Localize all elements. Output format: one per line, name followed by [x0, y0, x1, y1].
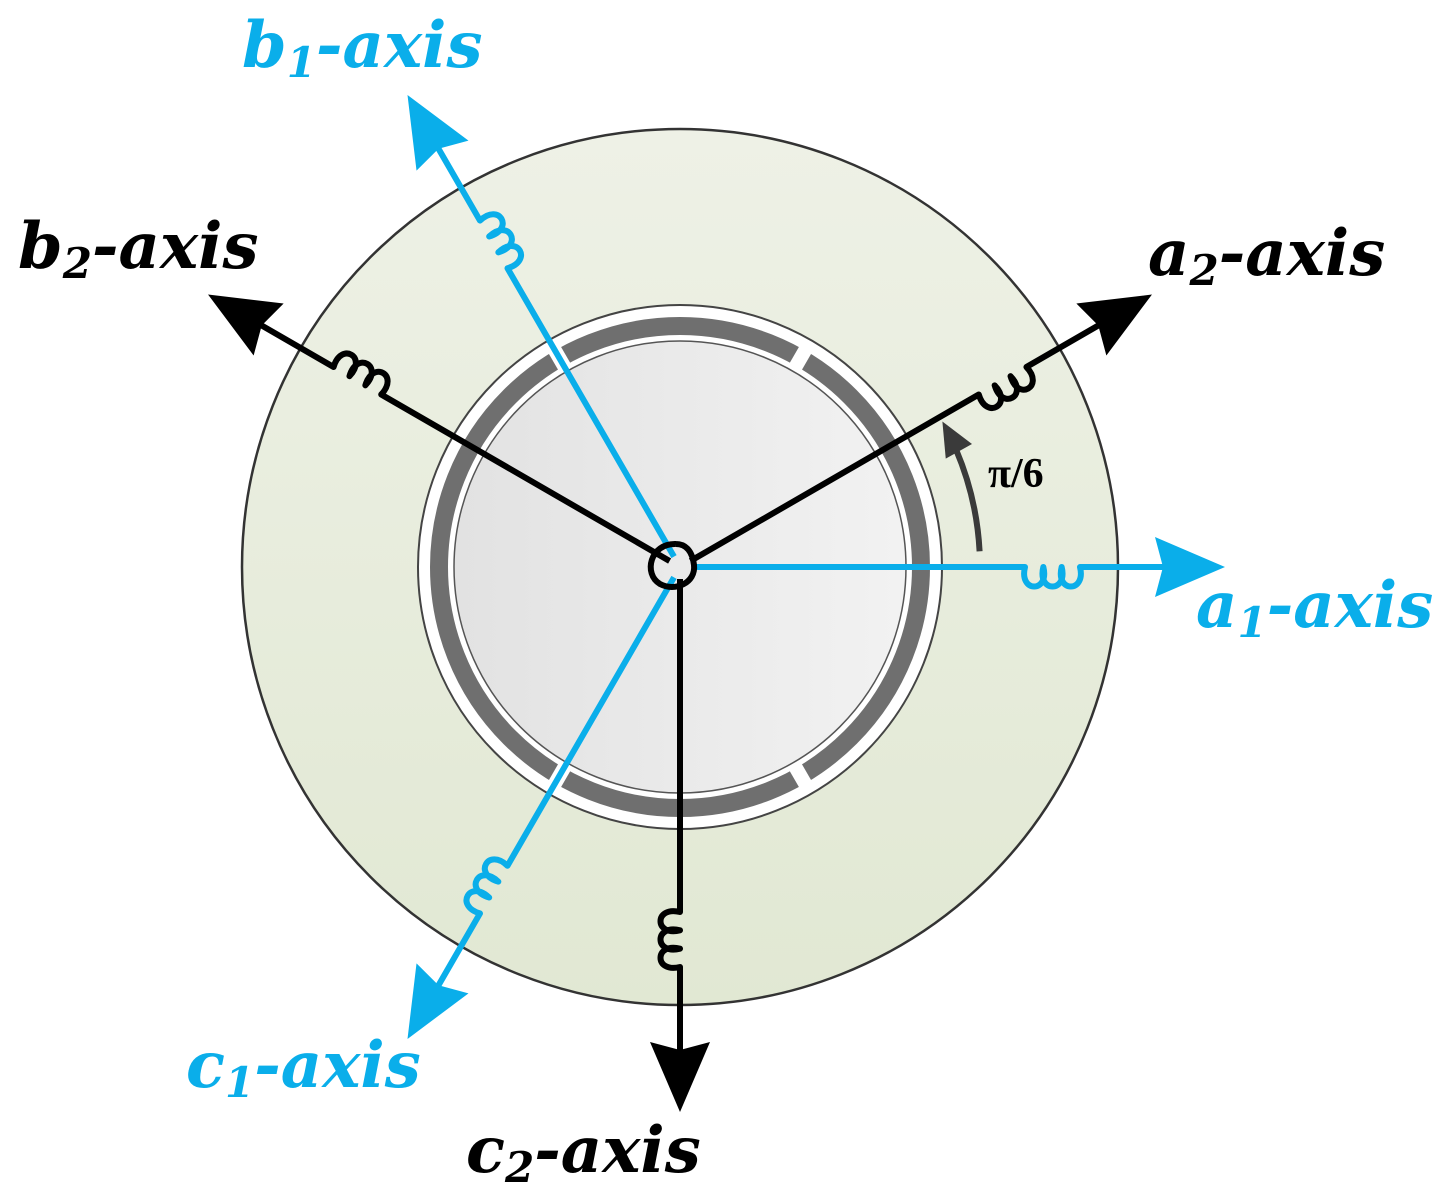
c2-winding-line [657, 579, 683, 1072]
arrowhead-icon [407, 95, 469, 171]
neutral-junction [647, 540, 698, 590]
a2-axis [688, 294, 1152, 564]
b2-axis [208, 294, 672, 564]
arrowhead-icon [1155, 537, 1225, 597]
b2-winding-line [241, 311, 672, 564]
winding-axes [208, 95, 1225, 1112]
phase-shift-angle: π/6 [942, 421, 1044, 552]
angle-arrowhead-icon [942, 421, 972, 459]
a1-winding-line [692, 564, 1185, 590]
a2-axis-label: a2-axis [1148, 216, 1385, 295]
c2-axis-label: c2-axis [466, 1113, 701, 1192]
angle-label: π/6 [988, 451, 1044, 497]
arrowhead-icon [1076, 294, 1152, 356]
c2-axis [650, 579, 710, 1112]
a2-winding-line [688, 311, 1119, 564]
b1-axis [407, 95, 677, 559]
b2-axis-label: b2-axis [18, 209, 259, 288]
c1-axis-label: c1-axis [186, 1028, 421, 1107]
c1-axis [407, 575, 677, 1039]
arrowhead-icon [208, 294, 284, 356]
a1-axis-label: a1-axis [1196, 568, 1433, 647]
arrowhead-icon [407, 963, 469, 1039]
magnet-gap [787, 343, 814, 374]
a1-axis [692, 537, 1225, 597]
b1-winding-line [424, 128, 677, 559]
b1-axis-label: b1-axis [242, 8, 483, 87]
arrowhead-icon [650, 1042, 710, 1112]
angle-arc [953, 448, 983, 552]
magnet-gap [787, 760, 814, 791]
c1-winding-line [424, 575, 677, 1006]
